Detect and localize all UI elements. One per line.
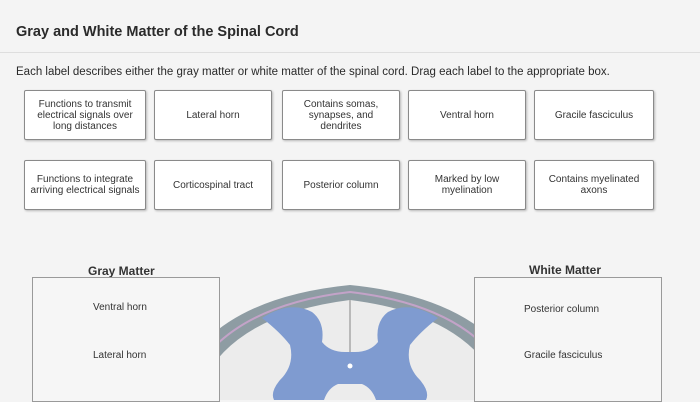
drag-label[interactable]: Marked by low myelination (408, 160, 526, 210)
drag-label[interactable]: Contains myelinated axons (534, 160, 654, 210)
drag-label[interactable]: Ventral horn (408, 90, 526, 140)
drag-label[interactable]: Posterior column (282, 160, 400, 210)
placed-label[interactable]: Posterior column (524, 304, 600, 315)
gray-matter-title: Gray Matter (88, 264, 155, 278)
placed-label[interactable]: Gracile fasciculus (524, 350, 603, 361)
drag-label[interactable]: Gracile fasciculus (534, 90, 654, 140)
gray-matter-drop-zone[interactable]: Ventral horn Lateral horn (32, 277, 220, 402)
drag-label[interactable]: Functions to integrate arriving electric… (24, 160, 146, 210)
page-title: Gray and White Matter of the Spinal Cord (16, 24, 299, 40)
drag-label[interactable]: Contains somas, synapses, and dendrites (282, 90, 400, 140)
placed-label[interactable]: Lateral horn (93, 350, 147, 361)
central-canal (347, 363, 353, 369)
instructions-text: Each label describes either the gray mat… (16, 66, 610, 78)
placed-label[interactable]: Ventral horn (93, 302, 147, 313)
drag-label[interactable]: Functions to transmit electrical signals… (24, 90, 146, 140)
gray-matter-region (262, 307, 438, 400)
drag-label[interactable]: Lateral horn (154, 90, 272, 140)
white-matter-drop-zone[interactable]: Posterior column Gracile fasciculus (474, 277, 662, 402)
white-matter-title: White Matter (529, 263, 601, 277)
drag-label[interactable]: Corticospinal tract (154, 160, 272, 210)
title-divider (0, 52, 700, 53)
